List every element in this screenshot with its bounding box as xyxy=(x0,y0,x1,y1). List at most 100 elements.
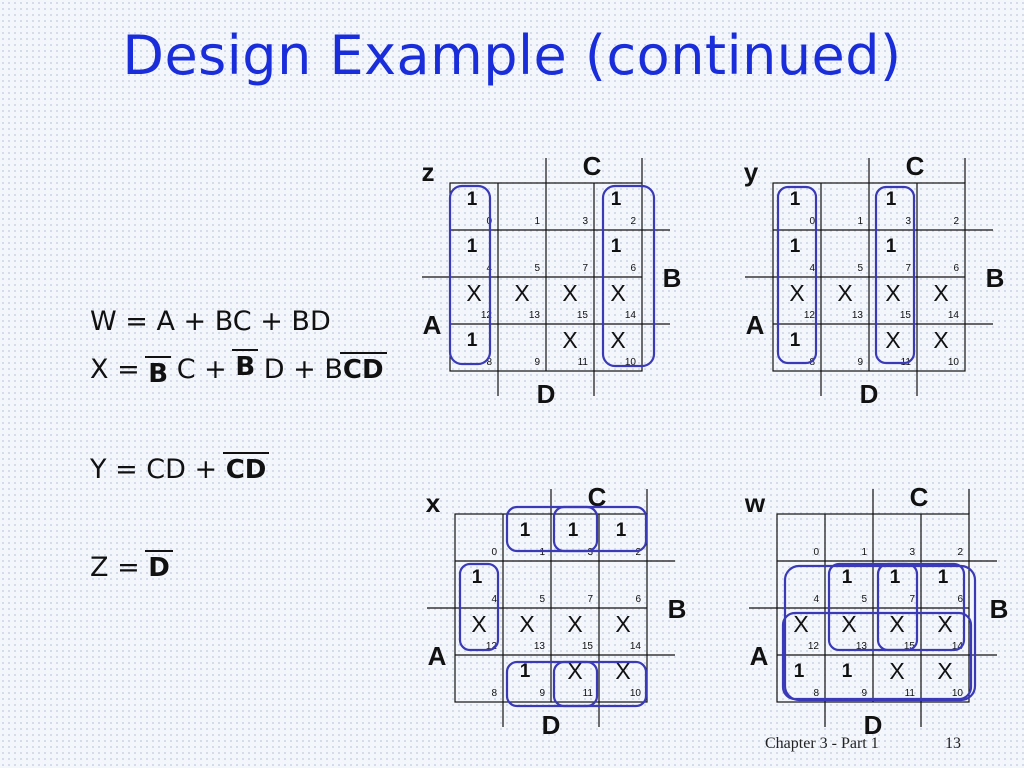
kmap-group-loop xyxy=(552,505,648,553)
kmap-minterm-index: 6 xyxy=(957,594,963,605)
kmap-group-loop xyxy=(776,185,818,365)
kmap-cell: 0 xyxy=(813,547,819,558)
kmap-cell-dontcare: X xyxy=(885,327,900,353)
kmap-cell: 11 xyxy=(520,520,546,558)
kmap-minterm-index: 9 xyxy=(539,688,545,699)
kmap-minterm-index: 6 xyxy=(630,263,636,274)
kmap-cell-value: 1 xyxy=(890,567,901,588)
kmap-minterm-index: 13 xyxy=(856,641,868,652)
kmap-cell: 7 xyxy=(582,263,588,274)
kmap-cell: 9 xyxy=(534,357,540,368)
kmap-cell-dontcare: X xyxy=(937,658,952,684)
kmap-minterm-index: 7 xyxy=(587,594,593,605)
kmap-minterm-index: 15 xyxy=(582,641,594,652)
x-bbar: B xyxy=(145,356,171,389)
kmap-minterm-index: 10 xyxy=(630,688,642,699)
kmap-cell-dontcare: X xyxy=(610,280,625,306)
kmap-cell: 19 xyxy=(520,661,546,699)
kmap-cell-dontcare: X xyxy=(793,611,808,637)
kmap-minterm-index: 13 xyxy=(534,641,546,652)
kmap-cell: 14 xyxy=(467,236,493,274)
kmap-cell: 19 xyxy=(842,661,868,699)
kmap-cell-value: 1 xyxy=(472,567,483,588)
kmap-minterm-index: 13 xyxy=(852,310,864,321)
kmap-minterm-index: 11 xyxy=(583,688,594,699)
kmap-cell: 17 xyxy=(890,567,916,605)
kmap-cell: X10 xyxy=(937,658,963,699)
kmap-minterm-index: 9 xyxy=(861,688,867,699)
kmap-group-loop xyxy=(505,505,599,553)
kmap-cell: X15 xyxy=(562,280,588,321)
kmap-cell: 1 xyxy=(534,216,540,227)
kmap-label-d: D xyxy=(864,710,883,740)
kmap-cell: 7 xyxy=(587,594,593,605)
kmap-label-b: B xyxy=(668,594,687,624)
kmap-minterm-index: 3 xyxy=(905,216,911,227)
kmap-minterm-index: 10 xyxy=(948,357,960,368)
equation-x-mid2: D + B xyxy=(255,354,343,385)
kmap-cell: 14 xyxy=(472,567,498,605)
kmap-minterm-index: 2 xyxy=(630,216,636,227)
kmap-cell-value: 1 xyxy=(938,567,949,588)
kmap-cell-value: 1 xyxy=(842,567,853,588)
kmap-cell-dontcare: X xyxy=(933,280,948,306)
kmap-group-loop xyxy=(827,562,919,652)
kmap-cell-dontcare: X xyxy=(471,611,486,637)
kmap-minterm-index: 12 xyxy=(808,641,820,652)
equation-y-prefix: Y = CD + xyxy=(90,454,226,485)
kmap-minterm-index: 8 xyxy=(491,688,497,699)
kmap-cell: X12 xyxy=(471,611,497,652)
equation-w: W = A + BC + BD xyxy=(90,306,331,337)
kmap-cell: X10 xyxy=(610,327,636,368)
kmap-label-c: C xyxy=(583,151,602,181)
kmap-cell: X15 xyxy=(885,280,911,321)
kmap-minterm-index: 5 xyxy=(534,263,540,274)
kmap-cell-value: 1 xyxy=(467,330,478,351)
kmap-cell: X13 xyxy=(514,280,540,321)
kmap-group-loop xyxy=(876,562,966,652)
kmap-group-loop xyxy=(448,184,492,366)
kmap-minterm-index: 5 xyxy=(857,263,863,274)
kmap-cell: X13 xyxy=(837,280,863,321)
kmap-group-loop xyxy=(552,660,648,708)
equation-x: X = B C + B D + BCD xyxy=(90,349,387,389)
kmap-cell: 18 xyxy=(794,661,820,699)
kmap-minterm-index: 2 xyxy=(957,547,963,558)
kmap-label-b: B xyxy=(990,594,1009,624)
kmap-cell: 3 xyxy=(582,216,588,227)
kmap-cell-value: 1 xyxy=(611,189,622,210)
kmap-cell-dontcare: X xyxy=(889,658,904,684)
kmap-cell: 8 xyxy=(491,688,497,699)
kmap-cell-dontcare: X xyxy=(933,327,948,353)
kmap-minterm-index: 5 xyxy=(861,594,867,605)
kmap-cell: 18 xyxy=(467,330,493,368)
kmap-minterm-index: 9 xyxy=(857,357,863,368)
kmap-cell-dontcare: X xyxy=(466,280,481,306)
kmap-minterm-index: 12 xyxy=(481,310,493,321)
kmap-label-d: D xyxy=(860,379,879,409)
kmap-function-label: x xyxy=(426,488,441,518)
kmap-cell-dontcare: X xyxy=(567,611,582,637)
kmap-cell-value: 1 xyxy=(842,661,853,682)
kmap-cell: 2 xyxy=(957,547,963,558)
kmap-cell-value: 1 xyxy=(467,189,478,210)
kmap-cell: X15 xyxy=(567,611,593,652)
kmap-cell: 6 xyxy=(635,594,641,605)
kmap-minterm-index: 15 xyxy=(577,310,589,321)
kmap-cell: 12 xyxy=(616,520,642,558)
kmap-minterm-index: 11 xyxy=(905,688,916,699)
kmap-cell-dontcare: X xyxy=(519,611,534,637)
kmap-cell: 16 xyxy=(611,236,637,274)
kmap-cell-value: 1 xyxy=(568,520,579,541)
kmap-minterm-index: 0 xyxy=(491,547,497,558)
kmap-minterm-index: 4 xyxy=(809,263,815,274)
kmap-cell: 17 xyxy=(886,236,912,274)
kmap-cell: 12 xyxy=(611,189,637,227)
kmap-cell-dontcare: X xyxy=(885,280,900,306)
kmap-minterm-index: 15 xyxy=(904,641,916,652)
footer-page-number: 13 xyxy=(945,735,961,752)
equation-y: Y = CD + CD xyxy=(90,452,270,485)
kmap-minterm-index: 14 xyxy=(952,641,964,652)
